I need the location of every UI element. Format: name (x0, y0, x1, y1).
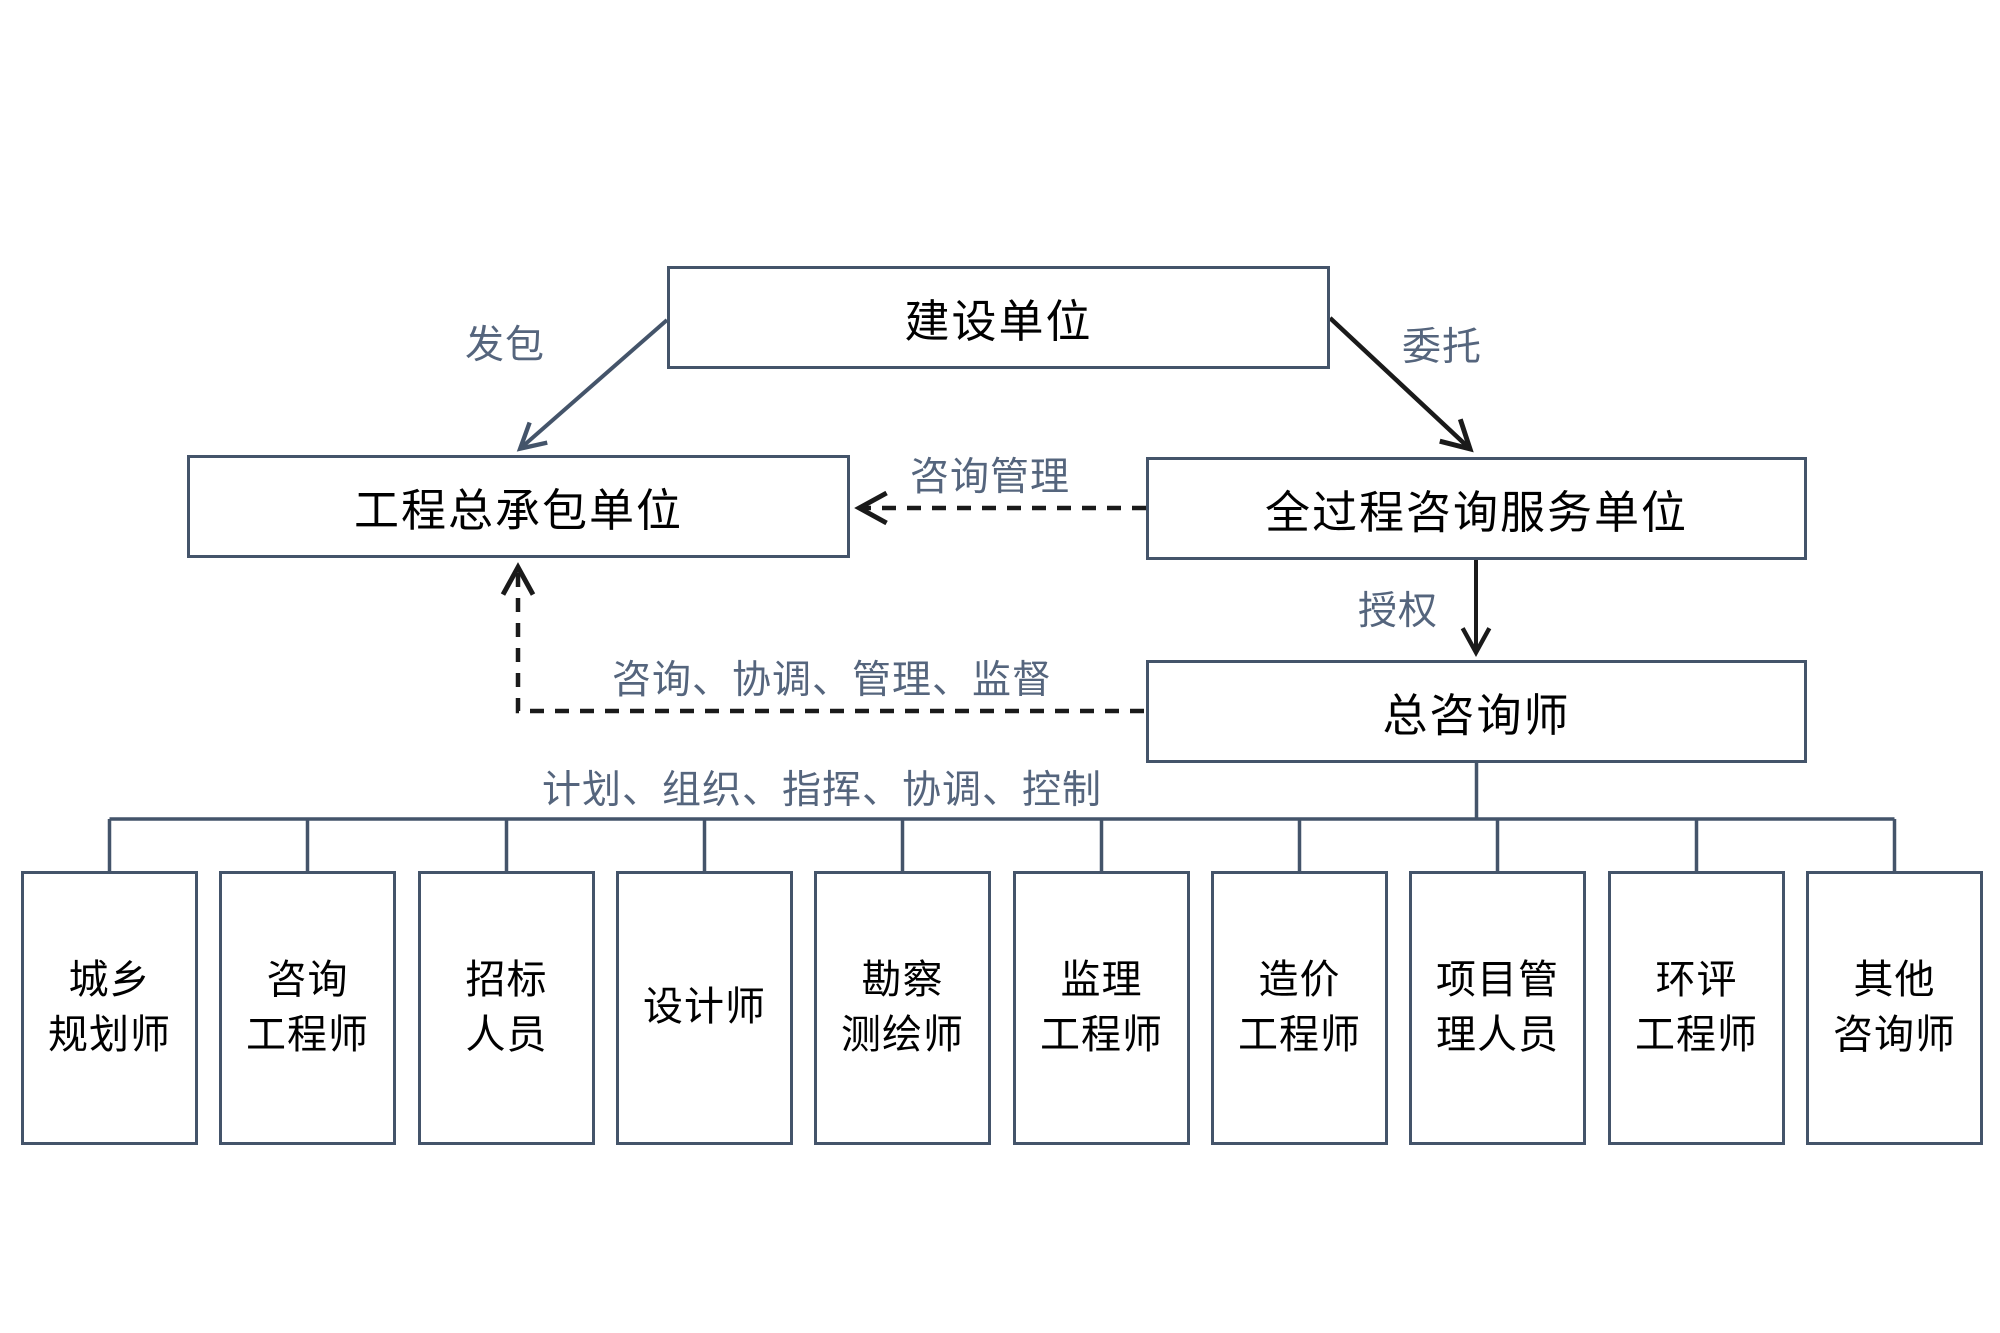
fabao-arrow (516, 318, 669, 452)
node-chief-consultant: 总咨询师 (1146, 660, 1807, 763)
edge-label-fabao: 发包 (464, 324, 546, 367)
role-box-survey-mapping: 勘察 测绘师 (814, 871, 991, 1145)
edge-label-services: 咨询、协调、管理、监督 (611, 659, 1053, 702)
role-box-other-consultant: 其他 咨询师 (1806, 871, 1983, 1145)
role-box-bidding-staff: 招标 人员 (418, 871, 595, 1145)
services-dashed-arrow (500, 562, 1144, 714)
role-box-designer: 设计师 (616, 871, 793, 1145)
edge-label-shouquan: 授权 (1357, 590, 1439, 633)
role-box-supervision-engineer: 监理 工程师 (1013, 871, 1190, 1145)
role-box-project-management: 项目管 理人员 (1409, 871, 1586, 1145)
weituo-arrow (1328, 316, 1474, 453)
role-box-cost-engineer: 造价 工程师 (1211, 871, 1388, 1145)
node-owner: 建设单位 (667, 266, 1330, 369)
edge-label-functions: 计划、组织、指挥、协调、控制 (541, 769, 1103, 812)
node-epc-contractor: 工程总承包单位 (187, 455, 850, 558)
role-box-consulting-engineer: 咨询 工程师 (219, 871, 396, 1145)
role-box-urban-rural-planner: 城乡 规划师 (21, 871, 198, 1145)
edge-label-zixun-guanli: 咨询管理 (909, 456, 1071, 499)
tree-connector (107, 763, 1897, 873)
node-consulting-unit: 全过程咨询服务单位 (1146, 457, 1807, 560)
role-box-eia-engineer: 环评 工程师 (1608, 871, 1785, 1145)
edge-label-weituo: 委托 (1401, 326, 1483, 369)
